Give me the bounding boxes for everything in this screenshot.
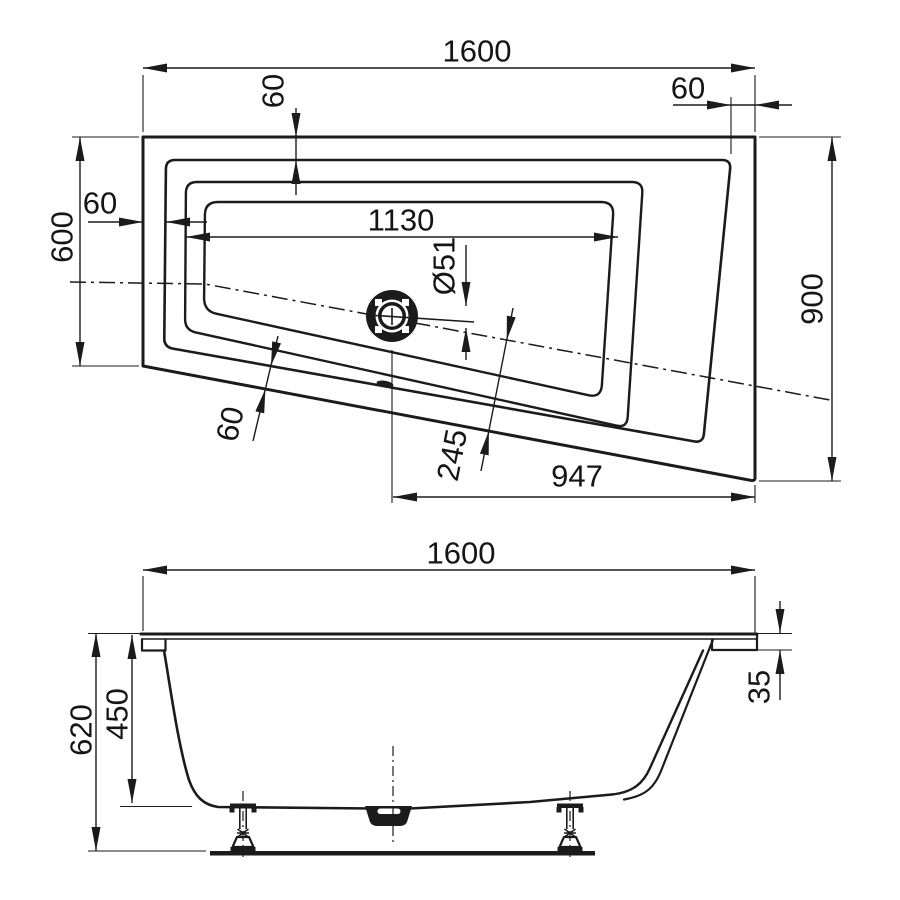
side-bottom — [408, 793, 614, 810]
plan-view — [69, 63, 841, 503]
dim-plan-600 — [72, 136, 139, 367]
side-rim-block-right — [710, 632, 759, 652]
drain-center-mark-h — [367, 314, 475, 323]
tub-rim-line-1 — [163, 158, 732, 443]
drain-bolt-1 — [375, 299, 382, 306]
plan-rim-width-right-label: 60 — [671, 71, 705, 106]
side-left-wall — [162, 649, 374, 810]
dim-side-1600 — [142, 565, 756, 633]
side-right-wall-outer — [610, 649, 705, 796]
dim-plan-60-bottom — [252, 335, 281, 442]
plan-overall-length-label: 1600 — [443, 34, 512, 69]
plan-drain-to-edge-label: 245 — [430, 426, 474, 483]
dim-plan-60-left — [88, 217, 207, 227]
side-overall-height-label: 620 — [64, 704, 99, 756]
support-foot-right — [556, 791, 584, 857]
dim-plan-900 — [759, 136, 841, 482]
side-drain-trap — [365, 746, 412, 844]
plan-drain-diameter-label: Ø51 — [427, 237, 462, 296]
side-rim-height-label: 35 — [742, 670, 777, 704]
plan-inner-length-label: 1130 — [368, 203, 435, 238]
plan-wide-end-width-label: 900 — [795, 273, 830, 325]
dim-side-620 — [88, 632, 206, 852]
plan-rim-width-bottom-label: 60 — [209, 403, 251, 444]
overflow-mark — [376, 380, 394, 388]
tub-outer-outline — [141, 135, 757, 482]
side-inner-depth-label: 450 — [100, 688, 135, 740]
side-rim-block-left — [140, 638, 167, 652]
side-overall-length-label: 1600 — [427, 536, 496, 571]
plan-drain-offset-label: 947 — [551, 459, 603, 494]
drain-bolt-4 — [402, 326, 409, 333]
dim-side-35 — [758, 601, 792, 700]
dim-plan-947 — [391, 350, 756, 503]
floor-board — [210, 851, 595, 856]
side-right-wall-inner — [622, 638, 715, 801]
tub-basin-outline — [202, 200, 615, 397]
side-view — [88, 565, 792, 857]
dim-side-450 — [120, 635, 192, 808]
plan-rim-width-top-label: 60 — [256, 74, 291, 108]
plan-centerline — [69, 281, 831, 401]
dim-plan-drain — [461, 245, 471, 360]
plan-narrow-end-width-label: 600 — [45, 211, 80, 263]
drain-plan — [366, 290, 475, 342]
dim-plan-1130 — [186, 232, 618, 242]
drain-bolt-3 — [375, 326, 382, 333]
drain-bolt-2 — [402, 299, 409, 306]
dim-plan-1600 — [142, 63, 756, 132]
plan-rim-width-left-label: 60 — [83, 186, 117, 221]
tub-rim-line-2 — [183, 180, 644, 428]
dim-plan-60-right — [673, 97, 792, 154]
support-foot-left — [229, 791, 257, 857]
dim-plan-60-top — [291, 108, 301, 195]
dim-plan-245 — [479, 307, 516, 472]
